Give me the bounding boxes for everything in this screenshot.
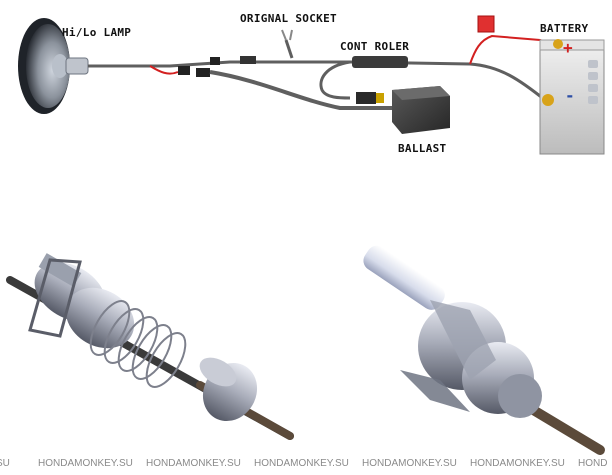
retaining-clip-left bbox=[28, 258, 82, 338]
controller-module bbox=[352, 56, 408, 68]
watermark-text: HONDAMONKEY.SU bbox=[146, 458, 241, 469]
watermark-text: HONDAMONKEY.SU bbox=[470, 458, 565, 469]
sleeve-cap bbox=[199, 357, 258, 422]
label-lamp: Hi/Lo LAMP bbox=[62, 26, 132, 39]
connector-2 bbox=[196, 68, 210, 77]
watermark-text: HONDAMONKEY.SU bbox=[38, 458, 133, 469]
label-socket: ORIGNAL SOCKET bbox=[240, 12, 337, 25]
headlamp bbox=[18, 18, 89, 114]
connector-1 bbox=[178, 66, 190, 75]
watermark-text: HONDAMONKEY.SU bbox=[362, 458, 457, 469]
main-cable bbox=[88, 60, 546, 102]
red-wire-lamp bbox=[149, 65, 179, 75]
battery bbox=[539, 39, 605, 155]
watermark-text: HONDAMONKEY.SU bbox=[254, 458, 349, 469]
original-socket-wire bbox=[284, 39, 294, 59]
watermark-text: SU bbox=[0, 458, 10, 469]
ballast-cable bbox=[209, 70, 392, 110]
label-ballast: BALLAST bbox=[398, 142, 447, 155]
battery-positive-symbol: + bbox=[563, 38, 573, 57]
spring-coils bbox=[89, 300, 187, 388]
fuse-holder bbox=[477, 15, 495, 33]
assembled-bulb-right bbox=[363, 245, 605, 455]
ballast-unit bbox=[356, 86, 450, 134]
battery-negative-symbol: - bbox=[565, 86, 575, 105]
label-controller: CONT ROLER bbox=[340, 40, 410, 53]
watermark-row: SU HONDAMONKEY.SU HONDAMONKEY.SU HONDAMO… bbox=[0, 456, 612, 472]
connector-4 bbox=[240, 56, 256, 64]
connector-3 bbox=[210, 57, 220, 65]
label-battery: BATTERY bbox=[540, 22, 589, 35]
wiring-diagram bbox=[18, 15, 605, 155]
controller-branch bbox=[319, 60, 351, 100]
watermark-text: HOND bbox=[578, 458, 608, 469]
red-wire-battery bbox=[469, 34, 566, 65]
